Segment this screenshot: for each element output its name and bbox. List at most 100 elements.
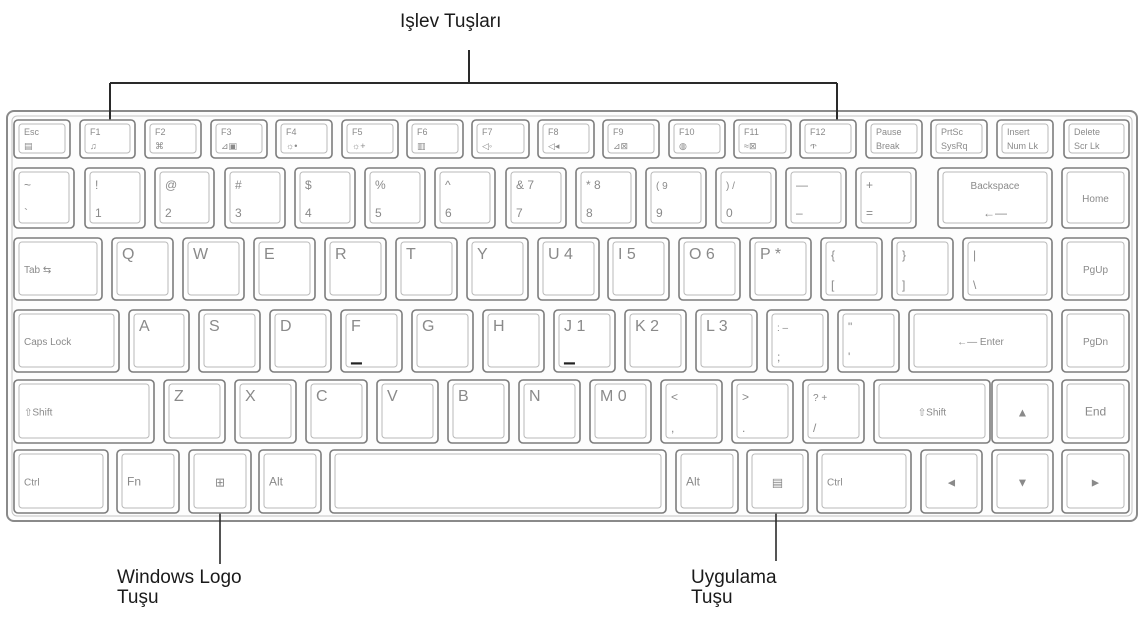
key-equal-label: + <box>866 178 873 192</box>
key-f10[interactable]: F10◍ <box>668 119 726 159</box>
key-3[interactable]: #3 <box>224 167 286 229</box>
key-s[interactable]: S <box>198 309 261 373</box>
key-o[interactable]: O 6 <box>678 237 741 301</box>
key-f7[interactable]: F7◁◦ <box>471 119 530 159</box>
key-enter[interactable]: ←— Enter <box>908 309 1053 373</box>
key-f11[interactable]: F11≈⊠ <box>733 119 792 159</box>
key-f4[interactable]: F4☼• <box>275 119 333 159</box>
key-k[interactable]: K 2 <box>624 309 687 373</box>
key-7[interactable]: & 77 <box>505 167 567 229</box>
key-lshift[interactable]: ⇧Shift <box>13 379 155 444</box>
key-m[interactable]: M 0 <box>589 379 652 444</box>
key-comma[interactable]: <, <box>660 379 723 444</box>
key-ralt[interactable]: Alt <box>675 449 739 514</box>
key-semicolon-sublabel: ; <box>777 350 780 364</box>
key-lbracket[interactable]: {[ <box>820 237 883 301</box>
key-rshift[interactable]: ⇧Shift <box>873 379 991 444</box>
key-5-label: % <box>375 178 386 192</box>
key-z[interactable]: Z <box>163 379 226 444</box>
key-pgup[interactable]: PgUp <box>1061 237 1130 301</box>
key-f8[interactable]: F8◁◂ <box>537 119 595 159</box>
key-menu[interactable]: ▤ <box>746 449 809 514</box>
key-right-label: ► <box>1090 476 1102 490</box>
key-rctrl[interactable]: Ctrl <box>816 449 912 514</box>
key-rbracket[interactable]: }] <box>891 237 954 301</box>
key-semicolon-label: : – <box>777 323 789 334</box>
key-tab[interactable]: Tab ⇆ <box>13 237 103 301</box>
key-end[interactable]: End <box>1061 379 1130 444</box>
key-equal[interactable]: += <box>855 167 917 229</box>
key-equal-cap <box>855 167 917 229</box>
key-g-face <box>416 313 469 368</box>
key-right[interactable]: ► <box>1061 449 1130 514</box>
key-slash[interactable]: ? +/ <box>802 379 865 444</box>
key-space[interactable] <box>329 449 667 514</box>
key-lalt[interactable]: Alt <box>258 449 322 514</box>
key-ralt-label: Alt <box>686 475 701 489</box>
key-h[interactable]: H <box>482 309 545 373</box>
key-win[interactable]: ⊞ <box>188 449 252 514</box>
key-grave[interactable]: ~` <box>13 167 75 229</box>
key-r[interactable]: R <box>324 237 387 301</box>
key-l[interactable]: L 3 <box>695 309 758 373</box>
key-x[interactable]: X <box>234 379 297 444</box>
key-backspace[interactable]: Backspace←— <box>937 167 1053 229</box>
key-v[interactable]: V <box>376 379 439 444</box>
key-f1[interactable]: F1♫ <box>79 119 136 159</box>
key-caps[interactable]: Caps Lock <box>13 309 120 373</box>
key-w-label: W <box>193 246 209 263</box>
key-n[interactable]: N <box>518 379 581 444</box>
key-left[interactable]: ◄ <box>920 449 983 514</box>
key-8[interactable]: * 88 <box>575 167 637 229</box>
key-f5[interactable]: F5☼+ <box>341 119 399 159</box>
key-f3[interactable]: F3⊿▣ <box>210 119 268 159</box>
key-semicolon[interactable]: : –; <box>766 309 829 373</box>
key-f1-sublabel: ♫ <box>90 141 97 151</box>
key-down[interactable]: ▼ <box>991 449 1054 514</box>
key-5[interactable]: %5 <box>364 167 426 229</box>
key-pgup-label: PgUp <box>1083 265 1108 276</box>
key-f9[interactable]: F9⊿⊠ <box>602 119 660 159</box>
key-f6[interactable]: F6▥ <box>406 119 464 159</box>
key-period[interactable]: >. <box>731 379 794 444</box>
key-fn[interactable]: Fn <box>116 449 180 514</box>
key-y[interactable]: Y <box>466 237 529 301</box>
key-up[interactable]: ▲ <box>991 379 1054 444</box>
key-f[interactable]: F▁ <box>340 309 403 373</box>
key-a[interactable]: A <box>128 309 190 373</box>
key-home[interactable]: Home <box>1061 167 1130 229</box>
key-q[interactable]: Q <box>111 237 174 301</box>
key-pgdn[interactable]: PgDn <box>1061 309 1130 373</box>
key-lctrl[interactable]: Ctrl <box>13 449 109 514</box>
key-f2[interactable]: F2⌘ <box>144 119 202 159</box>
key-4[interactable]: $4 <box>294 167 356 229</box>
key-p[interactable]: P * <box>749 237 812 301</box>
key-d[interactable]: D <box>269 309 332 373</box>
key-minus[interactable]: —– <box>785 167 847 229</box>
key-pause-cap <box>865 119 923 159</box>
key-f9-label: F9 <box>613 127 624 137</box>
key-k-face <box>629 313 682 368</box>
key-i[interactable]: I 5 <box>607 237 670 301</box>
key-6[interactable]: ^6 <box>434 167 496 229</box>
key-esc[interactable]: Esc▤ <box>13 119 71 159</box>
key-w[interactable]: W <box>182 237 245 301</box>
key-g[interactable]: G <box>411 309 474 373</box>
key-backslash[interactable]: |\ <box>962 237 1053 301</box>
key-b[interactable]: B <box>447 379 510 444</box>
key-c[interactable]: C <box>305 379 368 444</box>
key-2[interactable]: @2 <box>154 167 215 229</box>
key-9[interactable]: ( 99 <box>645 167 707 229</box>
key-t[interactable]: T <box>395 237 458 301</box>
key-j[interactable]: J 1▁ <box>553 309 616 373</box>
key-e[interactable]: E <box>253 237 316 301</box>
key-u[interactable]: U 4 <box>537 237 600 301</box>
key-quote[interactable]: "' <box>837 309 900 373</box>
key-0[interactable]: ) /0 <box>715 167 777 229</box>
key-1[interactable]: !1 <box>84 167 146 229</box>
